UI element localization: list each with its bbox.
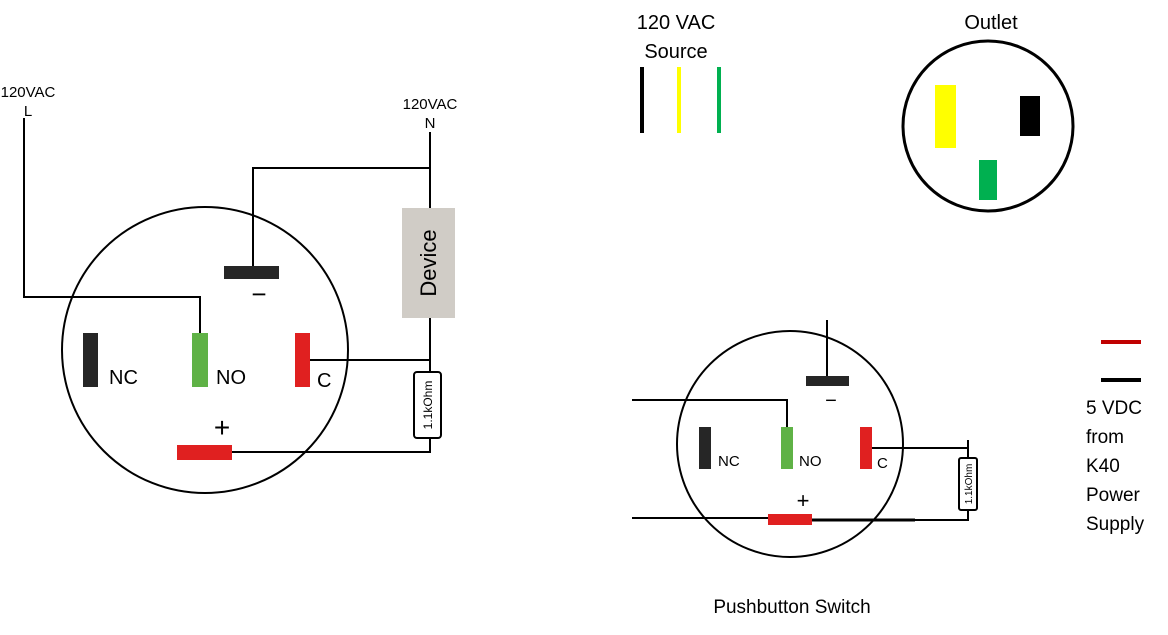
no-terminal xyxy=(192,333,208,387)
nc-label: NC xyxy=(109,367,138,389)
right-minus-terminal xyxy=(806,376,849,386)
neutral-voltage-label: 120VAC xyxy=(403,96,458,113)
right-plus-terminal xyxy=(768,514,812,525)
source-title-line2: Source xyxy=(644,41,707,63)
minus-terminal xyxy=(224,266,279,279)
right-resistor xyxy=(958,457,978,511)
left-wires xyxy=(23,118,431,453)
no-label: NO xyxy=(216,367,246,389)
minus-symbol: − xyxy=(251,279,266,309)
right-minus-symbol: − xyxy=(825,390,837,412)
power-label-line4: Power xyxy=(1086,485,1141,506)
outlet-neutral-slot xyxy=(1020,96,1040,136)
source-title-line1: 120 VAC xyxy=(637,12,716,34)
line-wire xyxy=(23,118,201,333)
right-c-label: C xyxy=(877,455,888,472)
device-label: Device xyxy=(416,229,441,296)
nc-terminal xyxy=(83,333,98,387)
left-switch-body xyxy=(61,206,349,494)
pushbutton-caption: Pushbutton Switch xyxy=(713,597,870,618)
neutral-to-minus-wire xyxy=(252,167,430,266)
left-resistor-label: 1.1kOhm xyxy=(421,381,435,430)
resistor-to-plus-wire xyxy=(232,438,431,453)
right-nc-terminal xyxy=(699,427,711,469)
line-voltage-label: 120VAC xyxy=(1,84,56,101)
c-label: C xyxy=(317,370,331,392)
outlet-title: Outlet xyxy=(964,12,1018,34)
right-no-label: NO xyxy=(799,453,822,470)
right-no-wire xyxy=(632,399,788,428)
power-label-line3: K40 xyxy=(1086,456,1120,477)
left-resistor xyxy=(413,371,442,439)
source-section: 120 VAC Source xyxy=(637,12,721,133)
right-resistor-return-wire xyxy=(915,510,969,521)
c-terminal xyxy=(295,333,310,387)
line-letter-label: L xyxy=(24,103,32,120)
plus-terminal xyxy=(177,445,232,460)
right-resistor-label: 1.1kOhm xyxy=(964,464,975,505)
left-switch-diagram: − + NC NO C 120VAC L 120VAC N Device 1.1… xyxy=(1,84,458,494)
right-no-terminal xyxy=(781,427,793,469)
right-switch-diagram: − + NC NO C 1.1kOhm Pushbutton Switch xyxy=(632,320,978,618)
neutral-letter-label: N xyxy=(425,115,436,132)
outlet-ground-slot xyxy=(979,160,997,200)
right-c-terminal xyxy=(860,427,872,469)
outlet-body xyxy=(901,39,1075,213)
right-nc-label: NC xyxy=(718,453,740,470)
plus-symbol: + xyxy=(214,412,230,443)
outlet-hot-slot xyxy=(935,85,956,148)
right-plus-symbol: + xyxy=(797,488,810,513)
power-label-line2: from xyxy=(1086,427,1124,448)
power-supply-legend: 5 VDC from K40 Power Supply xyxy=(1086,340,1145,535)
right-switch-body xyxy=(676,330,904,558)
device-box xyxy=(402,208,455,318)
right-wires xyxy=(632,320,969,522)
outlet-section: Outlet xyxy=(901,12,1075,213)
power-label-line1: 5 VDC xyxy=(1086,398,1142,419)
power-label-line5: Supply xyxy=(1086,514,1145,535)
